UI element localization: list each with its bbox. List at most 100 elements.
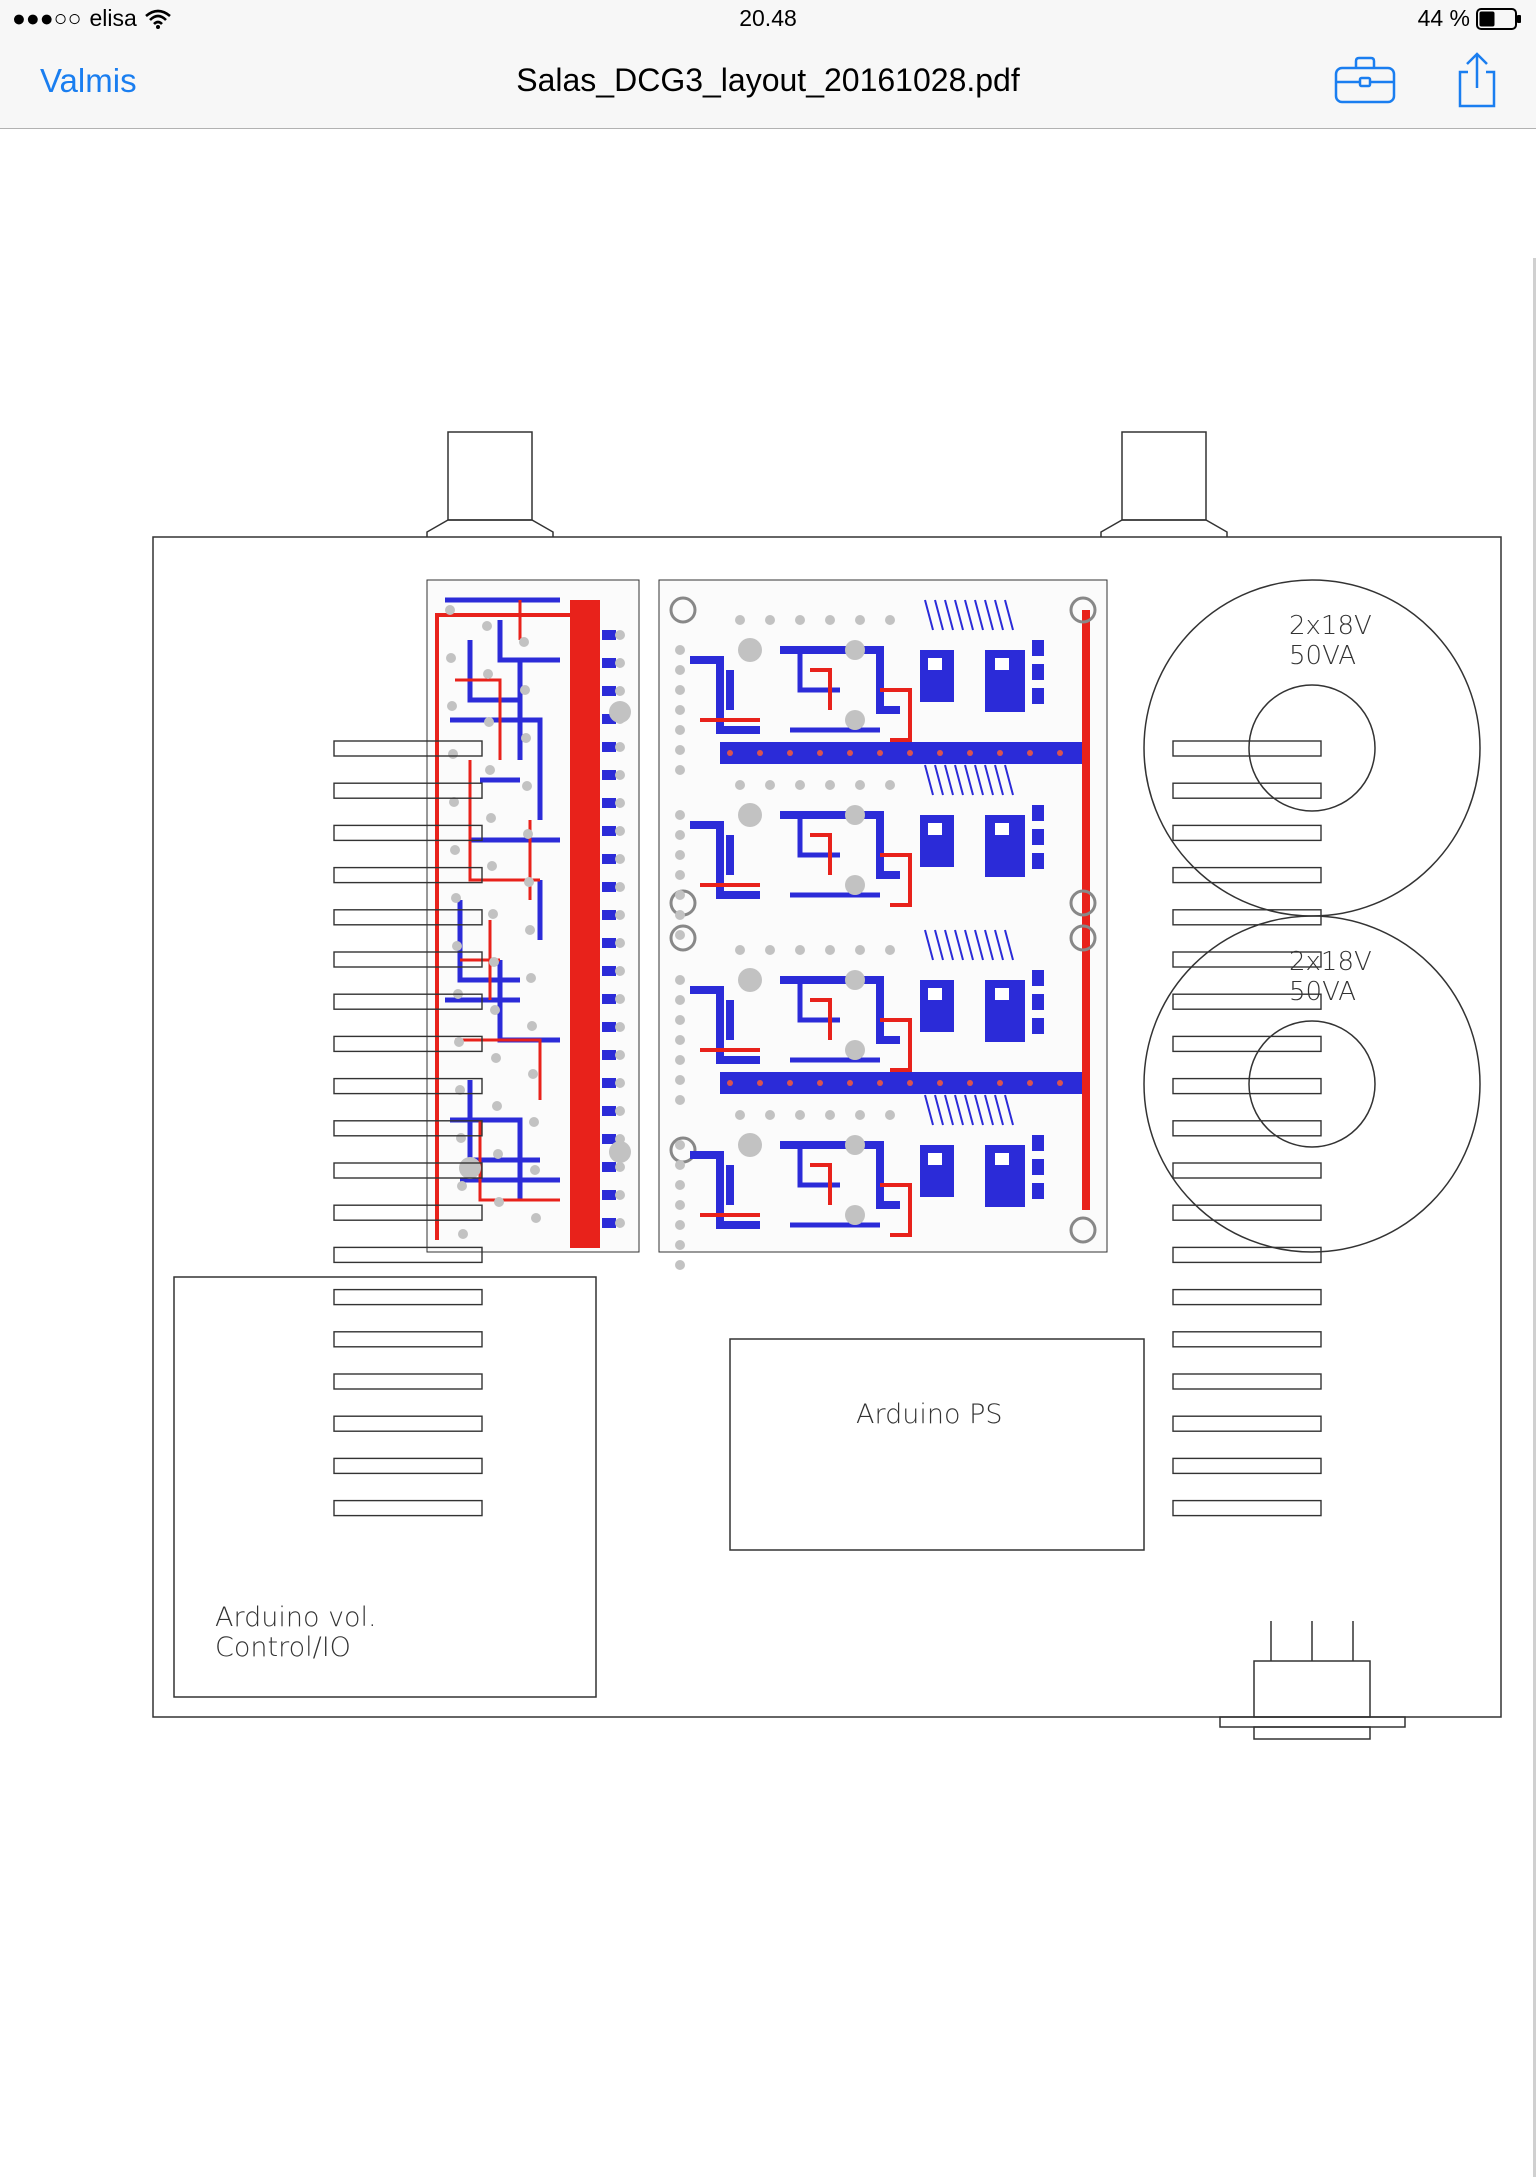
pcb-trace xyxy=(934,929,944,961)
pcb-pad xyxy=(675,1180,685,1190)
pcb-pad xyxy=(855,945,865,955)
pcb-pad xyxy=(738,968,762,992)
markup-toolbox-button[interactable] xyxy=(1334,56,1396,109)
pcb-trace xyxy=(1004,929,1014,961)
heatsink-fin xyxy=(333,824,483,842)
pcb-via xyxy=(877,750,883,756)
power-inlet-connector xyxy=(1219,1621,1406,1740)
pcb-pad xyxy=(456,1133,466,1143)
pcb-pad xyxy=(675,645,685,655)
pcb-pad xyxy=(615,686,625,696)
pcb-pad xyxy=(529,1117,539,1127)
pcb-pad xyxy=(602,938,616,948)
pcb-pad xyxy=(675,995,685,1005)
pcb-pad xyxy=(494,1197,504,1207)
pdf-document-view[interactable]: 2x18V 50VA 2x18V 50VA Arduino vol. Contr… xyxy=(0,129,1536,2177)
pcb-trace xyxy=(450,620,560,1200)
pcb-via xyxy=(907,1080,913,1086)
pcb-trace xyxy=(934,1094,944,1126)
pcb-pad xyxy=(615,630,625,640)
vertical-scroll-indicator[interactable] xyxy=(1533,258,1536,2177)
pcb-trace xyxy=(954,1094,964,1126)
mounting-hole xyxy=(669,596,697,624)
pcb-pad xyxy=(845,875,865,895)
pcb-pad xyxy=(825,945,835,955)
transformer-2-label-line1: 2x18V xyxy=(1289,947,1372,977)
pcb-pad xyxy=(454,1037,464,1047)
pcb-pad xyxy=(446,653,456,663)
heatsink-fin xyxy=(333,909,483,926)
pcb-pad xyxy=(615,938,625,948)
pcb-copper-pour xyxy=(570,600,600,1248)
pcb-pad xyxy=(825,780,835,790)
pcb-pad xyxy=(602,714,616,724)
pcb-trace xyxy=(790,650,880,733)
heatsink-fin xyxy=(1172,782,1322,799)
heatsink-fin xyxy=(1172,1204,1322,1221)
pcb-via xyxy=(847,750,853,756)
pcb-pad xyxy=(491,1053,501,1063)
done-button[interactable]: Valmis xyxy=(40,62,137,99)
pcb-via xyxy=(997,1080,1003,1086)
top-connector-right xyxy=(1100,431,1228,537)
pcb-pad xyxy=(885,615,895,625)
pcb-pad xyxy=(615,658,625,668)
document-title: Salas_DCG3_layout_20161028.pdf xyxy=(516,62,1020,98)
pcb-via xyxy=(787,1080,793,1086)
pcb-pad xyxy=(615,742,625,752)
pcb-pad xyxy=(855,780,865,790)
pcb-pad xyxy=(765,615,775,625)
mounting-hole xyxy=(609,1141,631,1163)
pcb-via xyxy=(967,1080,973,1086)
heatsink-fin xyxy=(333,866,483,884)
pcb-pad xyxy=(615,1190,625,1200)
pcb-pad xyxy=(885,945,895,955)
pcb-pad xyxy=(602,1162,616,1172)
status-bar: ●●●○○ elisa 20.48 44 % xyxy=(0,0,1536,40)
pcb-pad xyxy=(1032,1135,1044,1151)
arduino-vol-label-line1: Arduino vol. xyxy=(215,1602,377,1633)
heatsink-fin xyxy=(1172,740,1322,757)
pcb-via xyxy=(877,1080,883,1086)
pcb-trace xyxy=(934,764,944,796)
pcb-pad xyxy=(995,1153,1009,1165)
pcb-pad xyxy=(845,1040,865,1060)
pcb-trace xyxy=(994,599,1004,631)
pcb-pad xyxy=(526,973,536,983)
pcb-pad xyxy=(795,780,805,790)
heatsink-fin xyxy=(333,1162,483,1179)
pcb-pad xyxy=(484,717,494,727)
pcb-pad xyxy=(602,1022,616,1032)
heatsink-fins-left xyxy=(333,740,483,1517)
pcb-pad xyxy=(602,770,616,780)
pcb-pad xyxy=(675,890,685,900)
pcb-trace xyxy=(924,599,934,631)
heatsink-fin xyxy=(1172,824,1322,842)
pcb-pad xyxy=(675,1220,685,1230)
pcb-via xyxy=(1057,1080,1063,1086)
arduino-vol-control-box xyxy=(173,1276,597,1698)
pcb-pad xyxy=(448,749,458,759)
pcb-pad xyxy=(675,705,685,715)
heatsink-fin xyxy=(1172,1246,1322,1264)
arduino-ps-box xyxy=(729,1338,1145,1551)
signal-strength-icon: ●●●○○ xyxy=(12,5,82,31)
pcb-via xyxy=(1057,750,1063,756)
pcb-pad xyxy=(602,1078,616,1088)
battery-percent: 44 % xyxy=(1417,5,1470,31)
pcb-pad xyxy=(487,861,497,871)
pcb-pad xyxy=(928,823,942,835)
heatsink-fins-right xyxy=(1172,740,1322,1517)
pcb-pad xyxy=(735,615,745,625)
heatsink-fin xyxy=(333,740,483,757)
pcb-pad xyxy=(735,780,745,790)
pcb-pad xyxy=(531,1213,541,1223)
pcb-pad xyxy=(675,1140,685,1150)
pcb-pad xyxy=(855,615,865,625)
pcb-pad xyxy=(675,665,685,675)
pcb-pad xyxy=(675,685,685,695)
pcb-trace xyxy=(435,613,580,1240)
share-button[interactable] xyxy=(1454,50,1500,113)
heatsink-fin xyxy=(333,1035,483,1053)
heatsink-fin xyxy=(1172,1331,1322,1348)
